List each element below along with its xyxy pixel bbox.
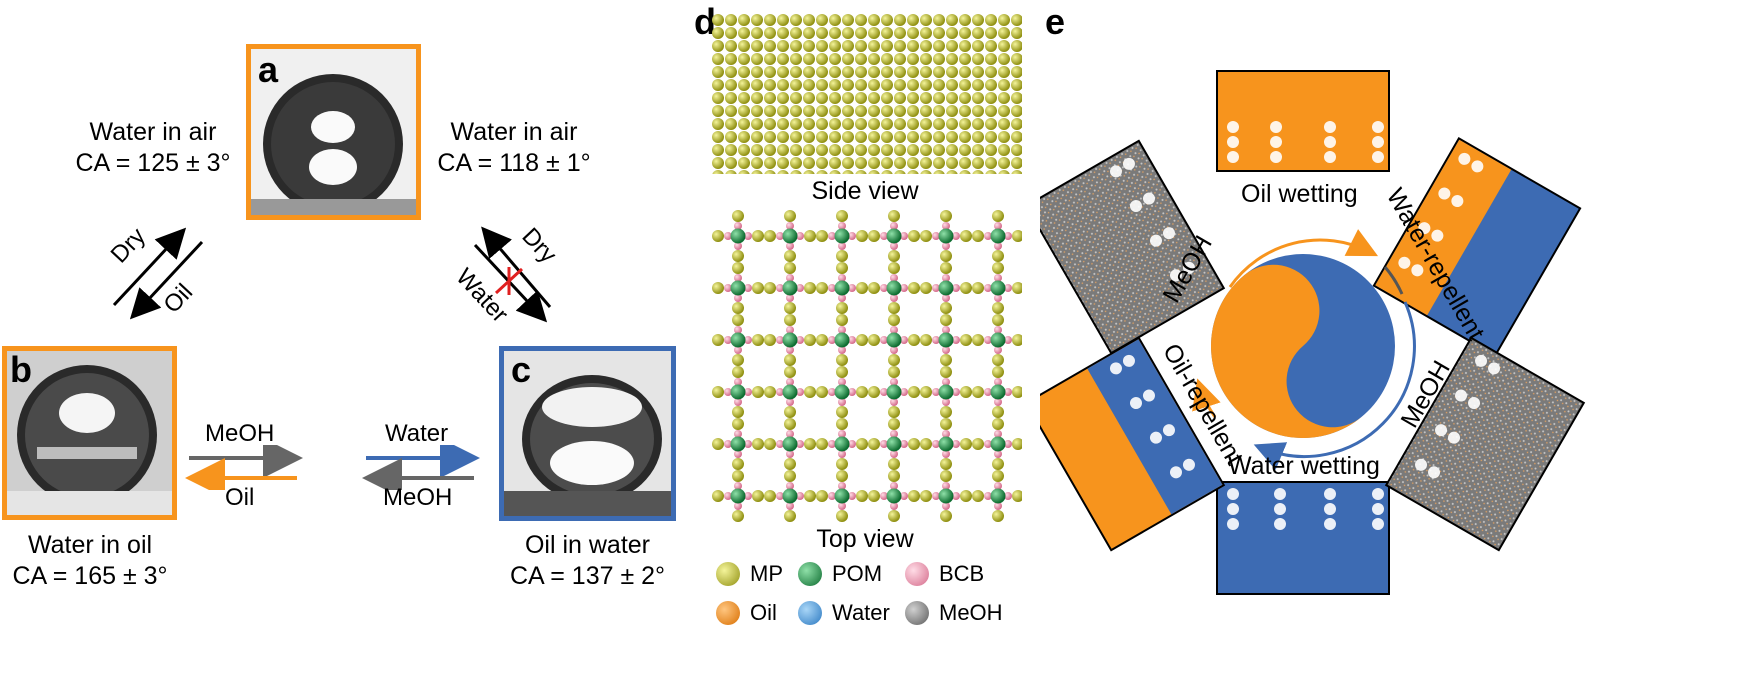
water-sphere-icon [798, 601, 822, 625]
top-view-label: Top view [816, 525, 914, 553]
cycle-arrow-meoh-right [1383, 266, 1404, 295]
label-water-c: Water [385, 420, 449, 447]
caption-a-right-line2: CA = 118 ± 1° [437, 149, 591, 178]
arrow-dry-up [112, 227, 187, 307]
caption-b-line1: Water in oil [27, 531, 153, 559]
droplet-image-a [246, 44, 421, 220]
bcb-sphere-icon [905, 562, 929, 586]
caption-a-left-line1: Water in air [89, 118, 217, 146]
box-meoh-right [1384, 336, 1586, 552]
legend-meoh-label: MeOH [939, 600, 1003, 625]
caption-a-left: Water in air CA = 125 ± 3° [68, 117, 238, 180]
arrows-a-c [473, 226, 552, 323]
water-droplet-in-air-a [251, 49, 416, 215]
legend-oil-label: Oil [750, 600, 777, 625]
pom-sphere-icon [798, 562, 822, 586]
panel-letter-b: b [10, 349, 32, 390]
oil-droplet-in-water-c [504, 351, 671, 516]
caption-b: Water in oil CA = 165 ± 3° [0, 530, 180, 593]
legend-water: Water [798, 600, 890, 626]
caption-a-right: Water in air CA = 118 ± 1° [428, 117, 600, 180]
label-meoh-b: MeOH [205, 420, 275, 447]
label-oil-wetting: Oil wetting [1241, 180, 1358, 208]
caption-c-line2: CA = 137 ± 2° [509, 562, 666, 591]
legend-meoh: MeOH [905, 600, 1003, 626]
legend-mp: MP [716, 561, 783, 587]
box-oil-repellent [1040, 336, 1226, 552]
legend-water-label: Water [832, 600, 890, 625]
box-meoh-left [1040, 139, 1226, 355]
side-view-lattice [712, 14, 1022, 174]
legend-pom: POM [798, 561, 882, 587]
caption-c-line1: Oil in water [524, 531, 651, 559]
box-water-wetting [1216, 481, 1390, 595]
caption-c: Oil in water CA = 137 ± 2° [495, 530, 680, 593]
label-meoh-c: MeOH [383, 484, 453, 511]
arrows-b-mid [185, 445, 303, 490]
label-water-wetting: Water wetting [1228, 452, 1380, 480]
panel-letter-c: c [511, 349, 532, 390]
arrows-a-b [112, 227, 204, 320]
legend-bcb-label: BCB [939, 561, 985, 586]
caption-a-right-line1: Water in air [450, 118, 578, 146]
water-droplet-in-oil-b [7, 351, 172, 515]
caption-a-left-line2: CA = 125 ± 3° [75, 149, 231, 178]
box-oil-wetting [1216, 70, 1390, 172]
legend-mp-label: MP [750, 561, 783, 586]
droplet-image-c [499, 346, 676, 521]
arrows-mid-c [362, 445, 480, 490]
box-water-repellent [1372, 137, 1582, 357]
legend-oil: Oil [716, 600, 777, 626]
mp-sphere-icon [716, 562, 740, 586]
yin-yang-icon [1197, 254, 1409, 438]
legend-pom-label: POM [832, 561, 883, 586]
caption-b-line2: CA = 165 ± 3° [12, 562, 168, 591]
cycle-arrow-oil-top [1228, 229, 1379, 288]
panel-letter-d: d [694, 1, 716, 42]
oil-sphere-icon [716, 601, 740, 625]
panel-letter-e: e [1045, 1, 1066, 42]
cycle-arrow-water-bottom [1253, 301, 1416, 470]
top-view-lattice [712, 210, 1022, 522]
arrow-oil-down [129, 240, 204, 320]
panel-letter-a: a [258, 49, 279, 90]
side-view-label: Side view [811, 177, 919, 205]
droplet-image-b [2, 346, 177, 520]
meoh-sphere-icon [905, 601, 929, 625]
wetting-cycle [1040, 70, 1586, 595]
label-oil-b: Oil [225, 484, 255, 511]
cycle-arrow-oil-left [1192, 378, 1221, 418]
legend-bcb: BCB [905, 561, 984, 587]
